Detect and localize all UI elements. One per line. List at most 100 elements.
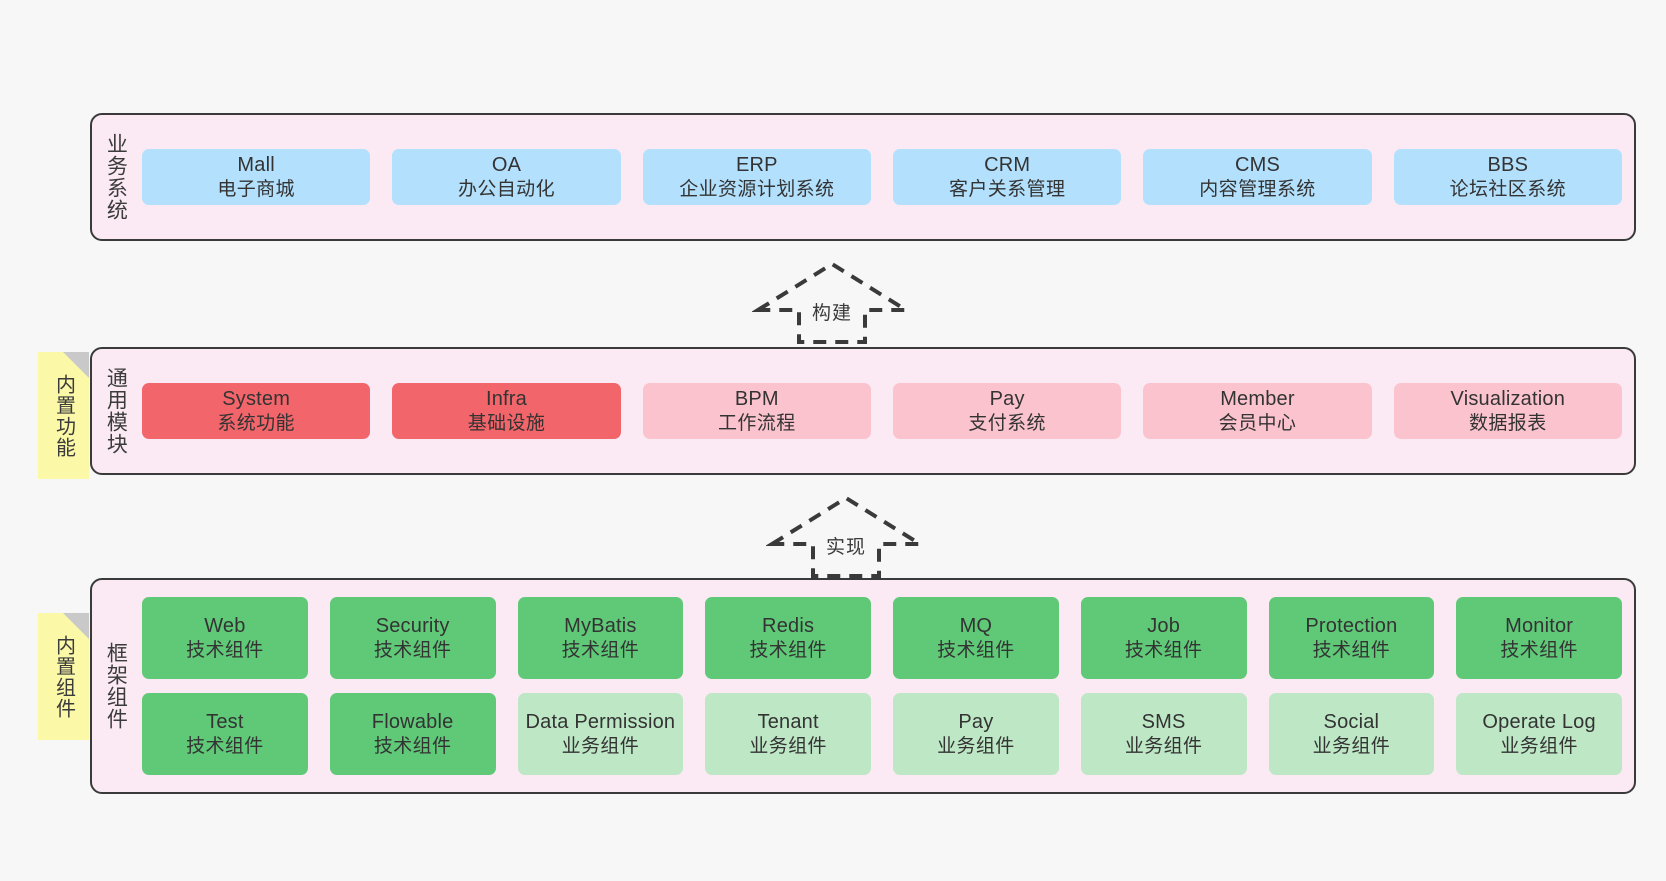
connector-implement: 实现 xyxy=(764,492,928,580)
node-subtitle: 支付系统 xyxy=(968,412,1046,434)
node-title: Data Permission xyxy=(525,711,676,734)
node-title: CMS xyxy=(1234,154,1280,177)
node-social[interactable]: Social 业务组件 xyxy=(1268,693,1435,775)
layer-framework-components: 框架组件 Web 技术组件 Security 技术组件 MyBatis 技术组件… xyxy=(90,578,1636,794)
node-title: Tenant xyxy=(757,711,819,734)
node-subtitle: 技术组件 xyxy=(186,639,264,661)
folded-corner-icon xyxy=(63,613,89,639)
node-subtitle: 业务组件 xyxy=(1312,735,1391,757)
node-title: OA xyxy=(491,154,522,177)
node-title: ERP xyxy=(735,154,778,177)
connector-build-label: 构建 xyxy=(811,303,852,324)
node-tenant[interactable]: Tenant 业务组件 xyxy=(705,693,871,775)
node-title: Web xyxy=(204,615,246,638)
node-row: Mall 电子商城 OA 办公自动化 ERP 企业资源计划系统 CRM 客户关系… xyxy=(142,149,1622,205)
node-title: BBS xyxy=(1487,154,1529,177)
node-erp[interactable]: ERP 企业资源计划系统 xyxy=(642,149,871,205)
node-redis[interactable]: Redis 技术组件 xyxy=(705,597,871,679)
node-subtitle: 办公自动化 xyxy=(457,178,555,200)
node-title: Infra xyxy=(485,388,527,411)
node-subtitle: 技术组件 xyxy=(1124,639,1203,661)
node-subtitle: 技术组件 xyxy=(373,735,452,757)
node-subtitle: 会员中心 xyxy=(1218,412,1297,434)
node-subtitle: 业务组件 xyxy=(1124,735,1203,757)
node-bpm[interactable]: BPM 工作流程 xyxy=(642,383,871,439)
node-title: Protection xyxy=(1305,615,1398,638)
node-row: Web 技术组件 Security 技术组件 MyBatis 技术组件 Redi… xyxy=(142,597,1622,679)
layer-body-business: Mall 电子商城 OA 办公自动化 ERP 企业资源计划系统 CRM 客户关系… xyxy=(138,115,1634,239)
connector-implement-label: 实现 xyxy=(825,537,866,558)
node-title: MyBatis xyxy=(564,615,637,638)
layer-common-modules: 通用模块 System 系统功能 Infra 基础设施 BPM 工作流程 Pay… xyxy=(90,347,1636,475)
node-title: Pay xyxy=(958,711,994,734)
node-title: BPM xyxy=(734,388,779,411)
node-subtitle: 客户关系管理 xyxy=(948,178,1066,200)
node-infra[interactable]: Infra 基础设施 xyxy=(392,383,621,439)
node-subtitle: 电子商城 xyxy=(217,178,295,200)
node-title: CRM xyxy=(984,154,1031,177)
node-data-permission[interactable]: Data Permission 业务组件 xyxy=(517,693,684,775)
node-row: System 系统功能 Infra 基础设施 BPM 工作流程 Pay 支付系统… xyxy=(142,383,1622,439)
node-protection[interactable]: Protection 技术组件 xyxy=(1268,597,1435,679)
node-subtitle: 技术组件 xyxy=(186,735,264,757)
node-title: Member xyxy=(1220,388,1295,411)
node-oa[interactable]: OA 办公自动化 xyxy=(392,149,621,205)
node-operate-log[interactable]: Operate Log 业务组件 xyxy=(1456,693,1622,775)
layer-title-common: 通用模块 xyxy=(104,367,128,455)
node-title: Social xyxy=(1323,711,1380,734)
node-subtitle: 技术组件 xyxy=(373,639,452,661)
node-title: Flowable xyxy=(371,711,454,734)
layer-title-business: 业务系统 xyxy=(104,133,128,221)
dashed-hollow-arrow-up-icon xyxy=(764,495,928,578)
node-cms[interactable]: CMS 内容管理系统 xyxy=(1143,149,1372,205)
node-subtitle: 业务组件 xyxy=(937,735,1015,757)
node-title: Visualization xyxy=(1450,388,1566,411)
node-flowable[interactable]: Flowable 技术组件 xyxy=(329,693,496,775)
node-title: SMS xyxy=(1141,711,1186,734)
node-subtitle: 业务组件 xyxy=(1500,735,1578,757)
folded-corner-icon xyxy=(63,352,89,378)
node-title: Security xyxy=(375,615,450,638)
node-pay-business[interactable]: Pay 业务组件 xyxy=(893,693,1059,775)
node-title: Monitor xyxy=(1505,615,1574,638)
node-job[interactable]: Job 技术组件 xyxy=(1080,597,1247,679)
node-subtitle: 数据报表 xyxy=(1469,412,1547,434)
node-title: Mall xyxy=(237,154,275,177)
sticky-note-label: 内置功能 xyxy=(52,373,75,458)
node-subtitle: 内容管理系统 xyxy=(1199,178,1316,200)
node-subtitle: 业务组件 xyxy=(749,735,827,757)
node-title: Redis xyxy=(762,615,815,638)
node-monitor[interactable]: Monitor 技术组件 xyxy=(1456,597,1622,679)
node-mybatis[interactable]: MyBatis 技术组件 xyxy=(517,597,684,679)
node-subtitle: 技术组件 xyxy=(749,639,827,661)
layer-business-systems: 业务系统 Mall 电子商城 OA 办公自动化 ERP 企业资源计划系统 CRM… xyxy=(90,113,1636,241)
node-web[interactable]: Web 技术组件 xyxy=(142,597,308,679)
node-bbs[interactable]: BBS 论坛社区系统 xyxy=(1393,149,1622,205)
node-title: Operate Log xyxy=(1482,711,1596,734)
node-mq[interactable]: MQ 技术组件 xyxy=(893,597,1059,679)
node-title: Test xyxy=(206,711,244,734)
sticky-note-label: 内置组件 xyxy=(52,634,75,719)
node-system[interactable]: System 系统功能 xyxy=(142,383,371,439)
node-member[interactable]: Member 会员中心 xyxy=(1143,383,1372,439)
node-row: Test 技术组件 Flowable 技术组件 Data Permission … xyxy=(142,693,1622,775)
layer-body-common: System 系统功能 Infra 基础设施 BPM 工作流程 Pay 支付系统… xyxy=(138,349,1634,473)
node-pay[interactable]: Pay 支付系统 xyxy=(892,383,1122,439)
node-subtitle: 论坛社区系统 xyxy=(1449,178,1566,200)
connector-build: 构建 xyxy=(750,258,914,346)
node-visualization[interactable]: Visualization 数据报表 xyxy=(1393,383,1622,439)
dashed-hollow-arrow-up-icon xyxy=(750,261,914,344)
node-subtitle: 企业资源计划系统 xyxy=(679,178,835,200)
node-subtitle: 工作流程 xyxy=(718,412,796,434)
node-mall[interactable]: Mall 电子商城 xyxy=(142,149,371,205)
node-title: System xyxy=(222,388,291,411)
node-crm[interactable]: CRM 客户关系管理 xyxy=(892,149,1122,205)
node-test[interactable]: Test 技术组件 xyxy=(142,693,308,775)
node-sms[interactable]: SMS 业务组件 xyxy=(1080,693,1247,775)
sticky-note-builtin-components: 内置组件 xyxy=(38,613,89,740)
node-title: MQ xyxy=(959,615,993,638)
node-subtitle: 技术组件 xyxy=(1312,639,1391,661)
node-security[interactable]: Security 技术组件 xyxy=(329,597,496,679)
node-title: Pay xyxy=(989,388,1025,411)
node-subtitle: 技术组件 xyxy=(1500,639,1578,661)
